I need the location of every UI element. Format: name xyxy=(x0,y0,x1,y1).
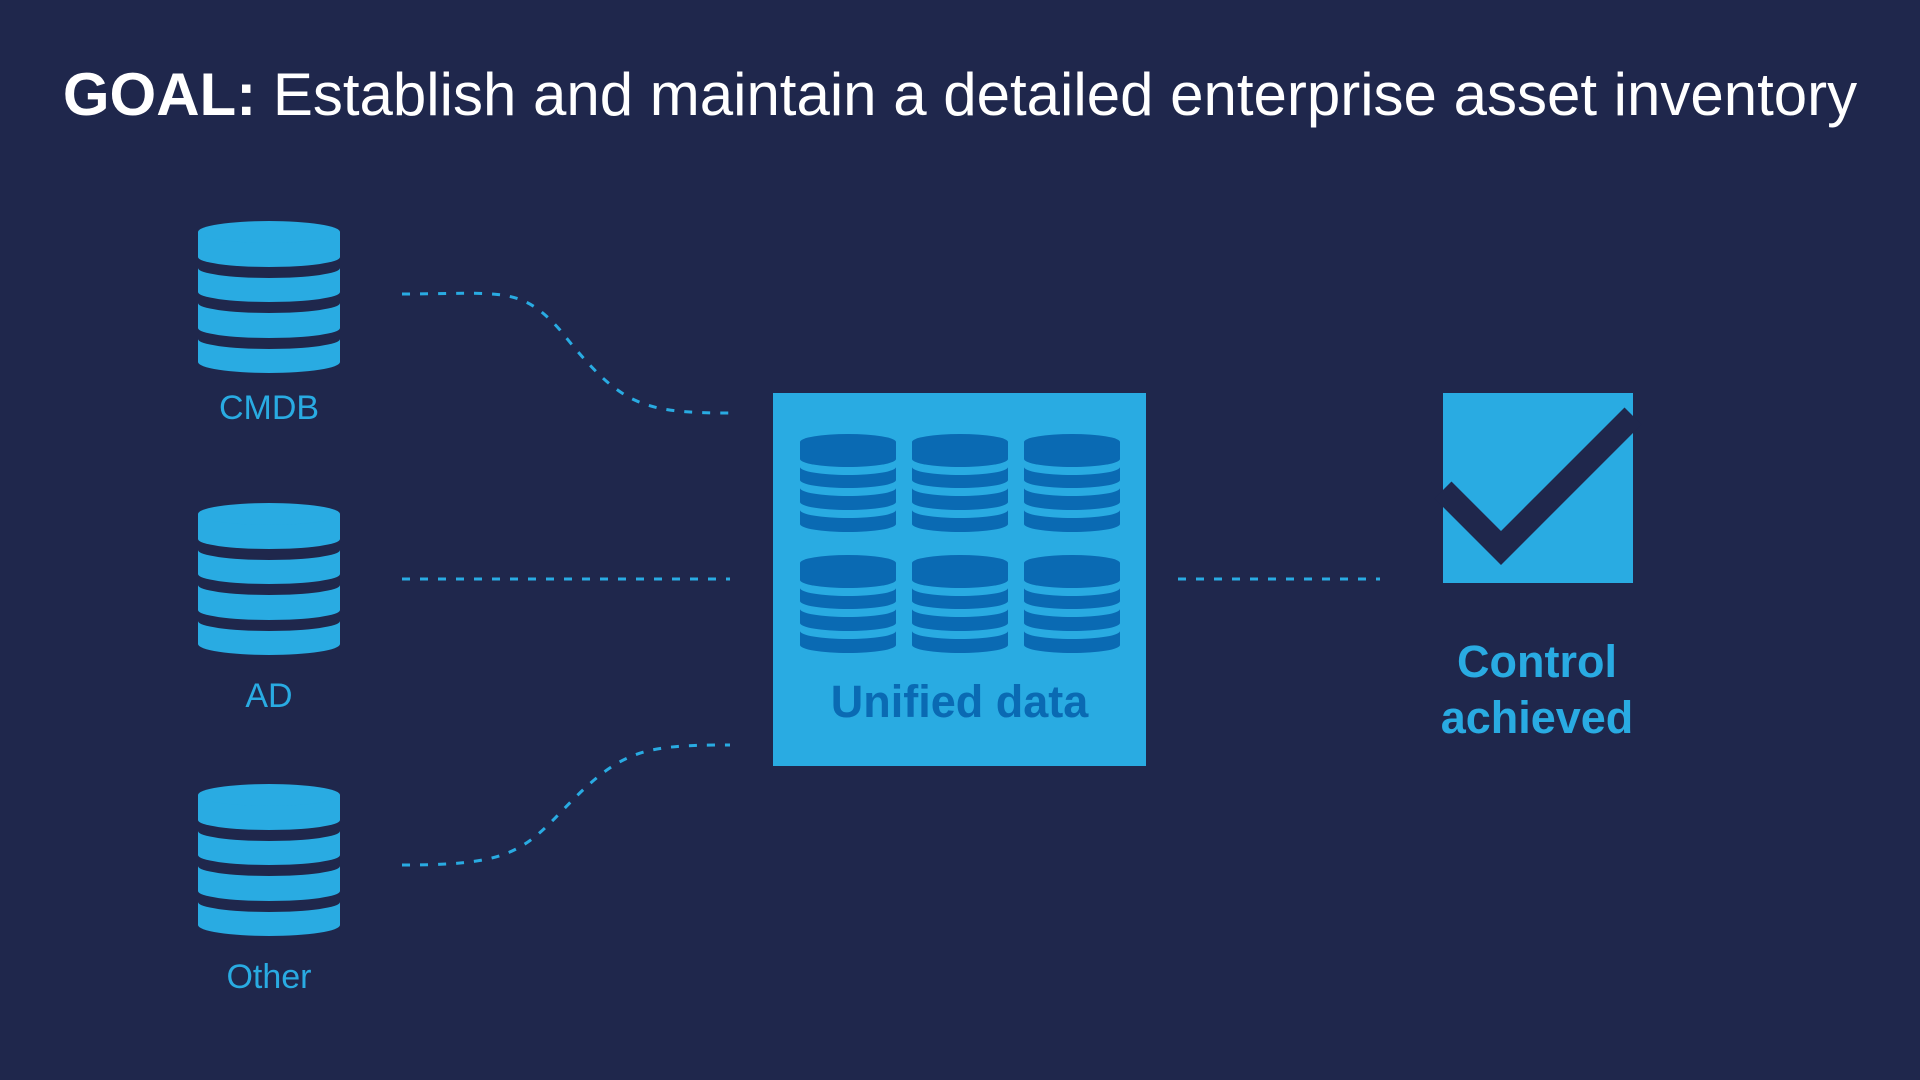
control-label-line2: achieved xyxy=(1440,692,1634,743)
control-label-line1: Control xyxy=(1457,636,1617,687)
source-label-cmdb: CMDB xyxy=(218,389,320,427)
connector-other xyxy=(401,743,731,867)
source-label-ad: AD xyxy=(245,677,293,715)
control-achieved-label: Control achieved xyxy=(1400,634,1674,746)
database-icon-other xyxy=(198,784,340,936)
title-lead: GOAL: xyxy=(62,61,257,128)
source-label-other: Other xyxy=(226,958,312,996)
unified-data-label: Unified data xyxy=(830,676,1089,727)
connector-cmdb xyxy=(401,291,731,415)
database-icon-cmdb xyxy=(198,221,340,373)
page-title: GOAL: Establish and maintain a detailed … xyxy=(0,58,1920,132)
checkbox-checked-icon xyxy=(1434,393,1642,583)
title-text: Establish and maintain a detailed enterp… xyxy=(256,61,1858,128)
database-icon-ad xyxy=(198,503,340,655)
